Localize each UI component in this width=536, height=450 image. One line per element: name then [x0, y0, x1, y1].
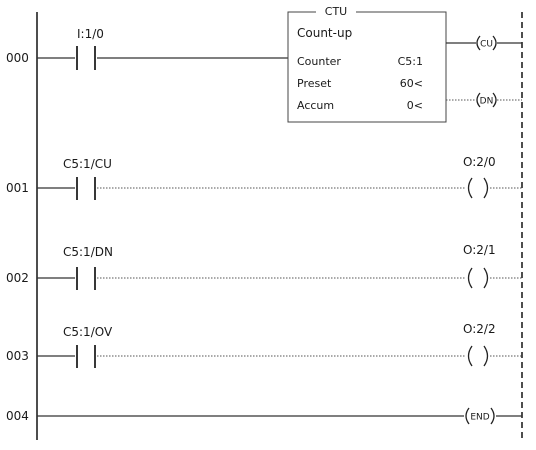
- end-label: END: [470, 413, 489, 423]
- rung-number: 004: [6, 409, 29, 423]
- rung-number: 003: [6, 349, 29, 363]
- coil-address: O:2/1: [463, 243, 496, 257]
- examine-if-closed-contact[interactable]: [76, 345, 96, 368]
- contact-address: C5:1/DN: [63, 245, 113, 259]
- rung-number: 001: [6, 181, 29, 195]
- dn-output-bit[interactable]: DN: [476, 92, 497, 108]
- rung-001: 001 C5:1/CU O:2/0: [6, 155, 522, 200]
- counter-label: Counter: [297, 55, 341, 68]
- rung-number: 000: [6, 51, 29, 65]
- accum-value: 0<: [407, 99, 423, 112]
- cu-output-bit[interactable]: CU: [476, 35, 497, 51]
- cu-label: CU: [480, 40, 493, 50]
- rung-002: 002 C5:1/DN O:2/1: [6, 243, 522, 290]
- rung-003: 003 C5:1/OV O:2/2: [6, 322, 522, 368]
- ctu-instruction-block[interactable]: CTU Count-up Counter C5:1 Preset 60< Acc…: [287, 4, 447, 123]
- rung-number: 002: [6, 271, 29, 285]
- rung-004: 004 END: [6, 407, 522, 425]
- examine-if-closed-contact[interactable]: [76, 177, 96, 200]
- contact-address: C5:1/CU: [63, 157, 112, 171]
- output-coil[interactable]: [467, 345, 489, 367]
- end-of-program[interactable]: END: [465, 407, 495, 425]
- preset-value: 60<: [400, 77, 423, 90]
- output-coil[interactable]: [467, 267, 489, 289]
- instruction-name: CTU: [325, 5, 347, 18]
- coil-address: O:2/0: [463, 155, 496, 169]
- instruction-description: Count-up: [297, 26, 352, 40]
- rung-000: 000 I:1/0 CTU Count-up Counter C5:1 Pres…: [6, 4, 522, 123]
- coil-address: O:2/2: [463, 322, 496, 336]
- examine-if-closed-contact[interactable]: [76, 46, 96, 70]
- contact-address: C5:1/OV: [63, 325, 113, 339]
- examine-if-closed-contact[interactable]: [76, 267, 96, 290]
- contact-address: I:1/0: [77, 27, 104, 41]
- output-coil[interactable]: [467, 177, 489, 199]
- dn-label: DN: [480, 97, 494, 107]
- counter-value: C5:1: [398, 55, 423, 68]
- accum-label: Accum: [297, 99, 334, 112]
- preset-label: Preset: [297, 77, 332, 90]
